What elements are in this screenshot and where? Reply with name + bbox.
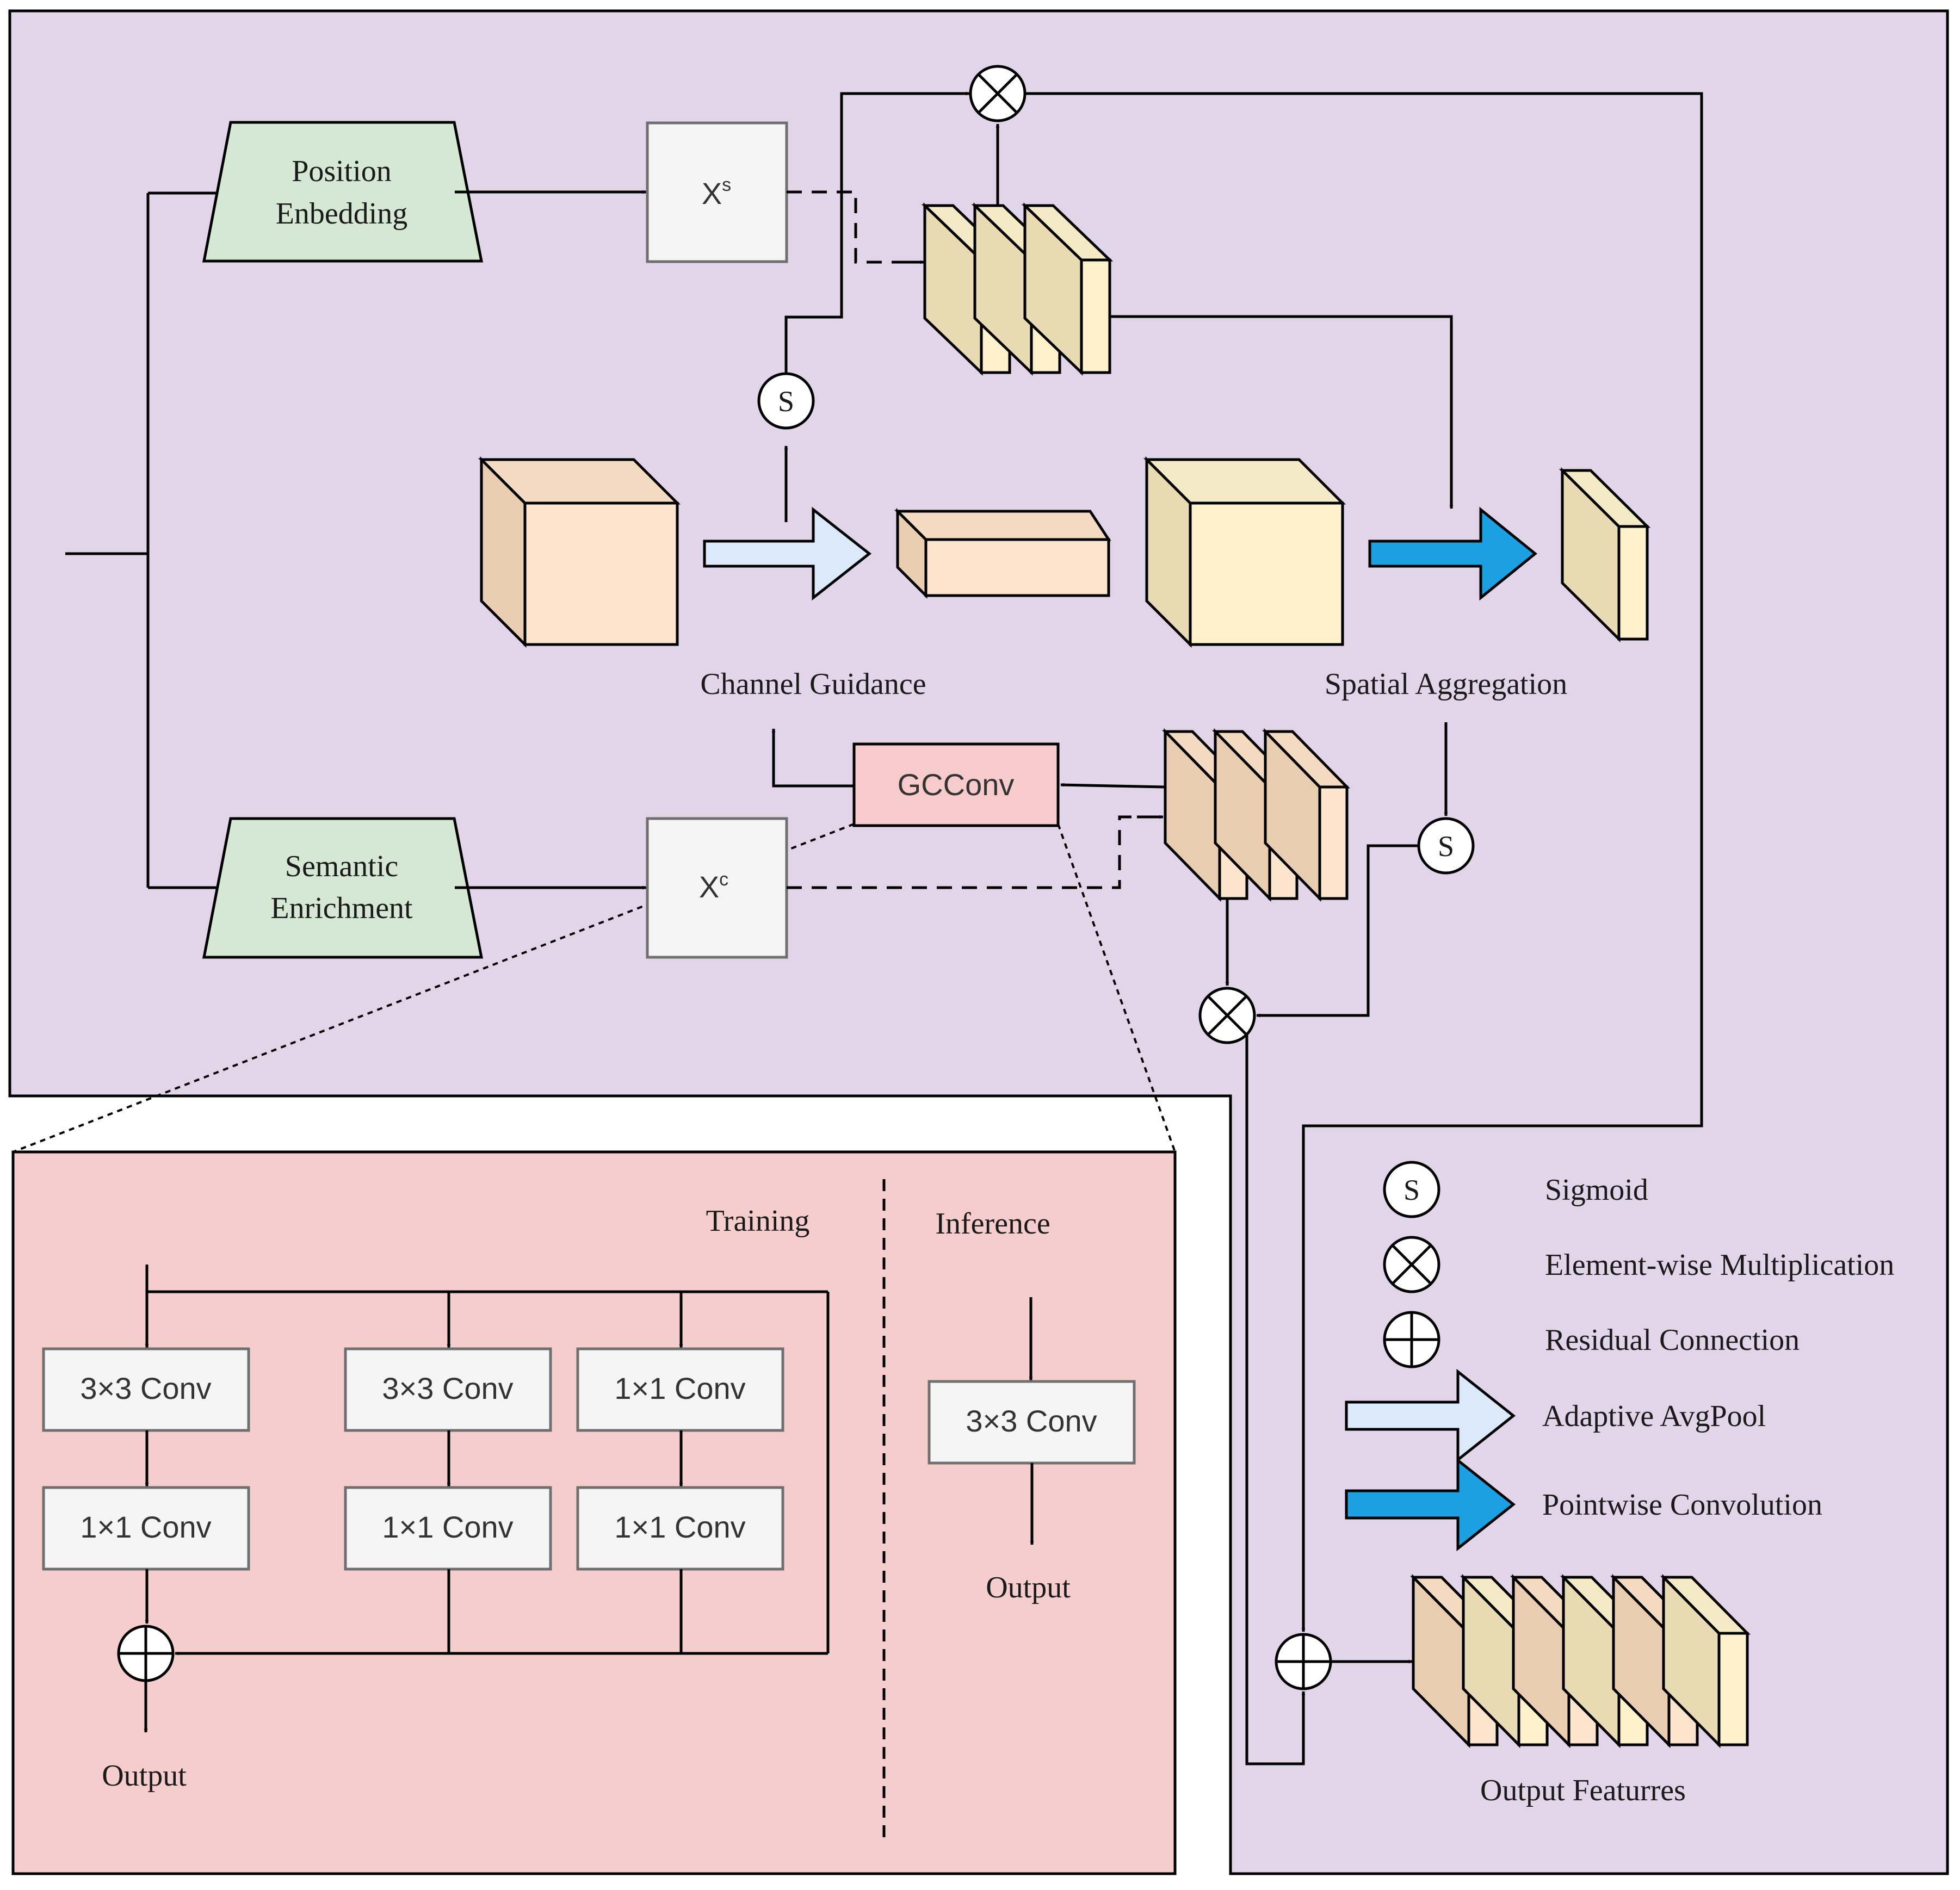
top-sigmoid-symbol: S <box>778 385 794 418</box>
xs-superscript: s <box>722 175 731 195</box>
channel-guidance-caption: Channel Guidance <box>700 667 926 701</box>
branch-3-conv-a <box>576 1347 784 1432</box>
branch-1-conv-b-label: 1×1 Conv <box>80 1510 211 1544</box>
branch-2-conv-a <box>344 1347 552 1432</box>
legend: S Sigmoid Element-wise Multiplication Re… <box>1345 1161 1894 1552</box>
stack-to-spatial-aggregation <box>1110 315 1454 509</box>
gcconv-to-channel-guidance <box>771 728 854 788</box>
legend-sigmoid-icon <box>1383 1161 1440 1218</box>
gcconv-label: GCConv <box>898 767 1015 802</box>
output-features-stack <box>1410 1573 1751 1749</box>
xc-label: Xc <box>699 869 728 904</box>
semantic-enrichment-label-2: Enrichment <box>270 891 413 925</box>
branch-3-conv-b-label: 1×1 Conv <box>614 1510 745 1544</box>
channel-descriptor <box>894 507 1111 599</box>
semantic-enrichment-block <box>202 817 484 959</box>
xc-superscript: c <box>719 869 728 890</box>
adaptive-avgpool-arrow <box>703 506 872 601</box>
spatial-feature-cube <box>1143 456 1346 648</box>
position-embedding-label-1: Position <box>292 154 392 188</box>
input-feature-cube <box>478 456 681 648</box>
legend-avgpool-label: Adaptive AvgPool <box>1542 1399 1766 1433</box>
bottom-sigmoid-to-multiply <box>1256 844 1419 1018</box>
top-multiply-to-output <box>1025 92 1703 1632</box>
bottom-multiply-to-residual <box>1245 1034 1306 1765</box>
zoom-line-right <box>1057 823 1176 1152</box>
legend-sigmoid-symbol: S <box>1403 1174 1420 1206</box>
xc-box <box>646 817 788 959</box>
branch-3-conv-b <box>576 1486 784 1571</box>
branch-2-conv-b-label: 1×1 Conv <box>382 1510 513 1544</box>
inference-conv-label: 3×3 Conv <box>966 1404 1097 1438</box>
semantic-feature-stack <box>1162 728 1350 902</box>
branch-2-conv-b <box>344 1486 552 1571</box>
spatial-feature-stack <box>921 202 1114 376</box>
gcconv-block <box>852 742 1060 827</box>
legend-pointwise-arrow-icon <box>1345 1457 1516 1552</box>
sigmoid-to-top-multiply <box>784 91 970 374</box>
stack-to-gcconv <box>1060 783 1166 789</box>
legend-pointwise-label: Pointwise Convolution <box>1542 1488 1822 1522</box>
spatial-map <box>1559 467 1651 642</box>
output-features-caption: Output Featurres <box>1480 1774 1686 1807</box>
xs-dashed-to-stack <box>787 190 919 264</box>
position-embedding-block <box>202 121 484 263</box>
branch-1-conv-a-label: 3×3 Conv <box>80 1371 211 1405</box>
branch-1-conv-b <box>42 1486 250 1571</box>
branch-2-conv-a-label: 3×3 Conv <box>382 1371 513 1405</box>
legend-multiply-label: Element-wise Multiplication <box>1545 1248 1894 1282</box>
legend-avgpool-arrow-icon <box>1345 1368 1516 1463</box>
spatial-aggregation-caption: Spatial Aggregation <box>1325 667 1567 701</box>
semantic-enrichment-label-1: Semantic <box>285 850 398 883</box>
training-output-label: Output <box>102 1759 187 1793</box>
legend-residual-label: Residual Connection <box>1545 1323 1800 1357</box>
xs-label: Xs <box>702 175 731 210</box>
bottom-sigmoid-symbol: S <box>1438 830 1454 863</box>
pointwise-convolution-arrow <box>1368 506 1537 601</box>
inference-title: Inference <box>935 1207 1050 1241</box>
branch-3-conv-a-label: 1×1 Conv <box>614 1371 745 1405</box>
xs-box <box>646 121 788 263</box>
position-embedding-label-2: Enbedding <box>276 197 408 231</box>
inference-output-label: Output <box>986 1571 1071 1604</box>
legend-sigmoid-label: Sigmoid <box>1545 1173 1648 1207</box>
training-title: Training <box>706 1204 810 1238</box>
